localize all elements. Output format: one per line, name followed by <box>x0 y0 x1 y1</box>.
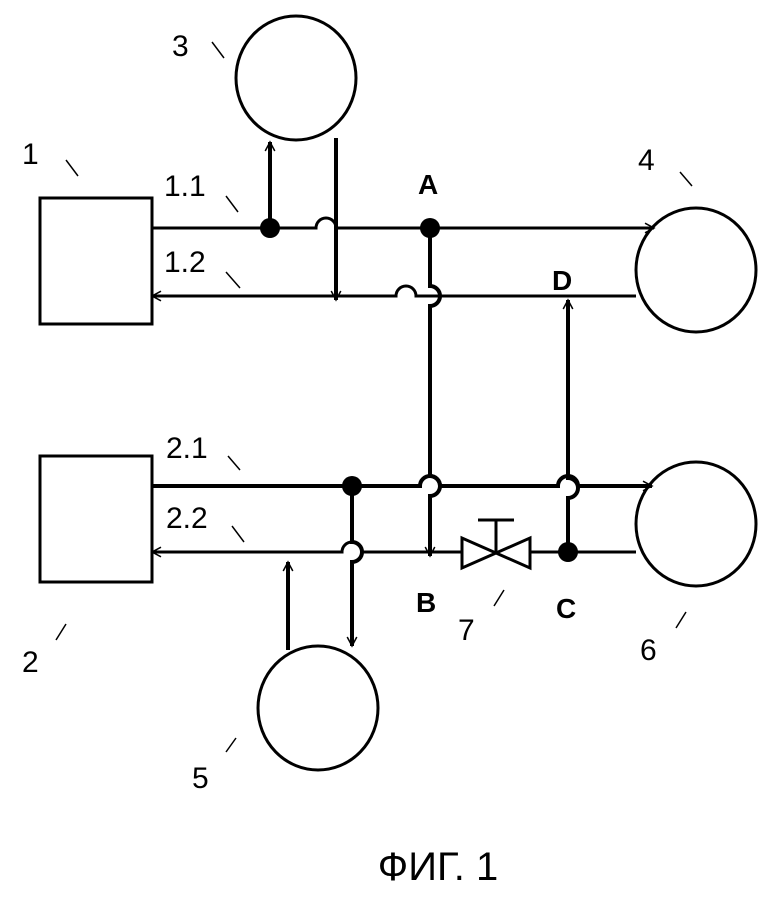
leader-2-2 <box>232 526 244 542</box>
line-2-1 <box>152 476 652 486</box>
label-unit-5: 5 <box>192 762 209 795</box>
label-point-c: C <box>556 593 576 624</box>
label-unit-4: 4 <box>638 144 655 177</box>
junction-dot-a <box>420 218 440 238</box>
leader-7 <box>494 590 504 606</box>
unit-2-box <box>40 456 152 582</box>
leader-2 <box>56 624 66 640</box>
label-point-b: B <box>416 587 436 618</box>
leader-1-2 <box>226 272 240 288</box>
leader-1 <box>66 160 78 176</box>
label-unit-2: 2 <box>22 646 39 679</box>
unit-6-circle <box>636 462 756 586</box>
unit-3-circle <box>236 16 356 140</box>
label-unit-6: 6 <box>640 634 657 667</box>
label-line-1-2: 1.2 <box>164 246 206 279</box>
label-line-2-1: 2.1 <box>166 432 208 465</box>
label-point-d: D <box>552 265 572 296</box>
label-line-2-2: 2.2 <box>166 502 208 535</box>
label-point-a: A <box>418 169 438 200</box>
unit-5-circle <box>258 646 378 770</box>
unit-1-box <box>40 198 152 324</box>
line-2-2-left <box>152 542 462 552</box>
valve-7 <box>462 520 530 568</box>
line-1-1 <box>152 218 654 228</box>
riser-a-b <box>430 228 440 556</box>
junction-dot-1-1 <box>260 218 280 238</box>
leader-2-1 <box>228 456 240 470</box>
riser-c-d <box>568 300 578 552</box>
branch-to-unit-5 <box>352 486 362 646</box>
leader-1-1 <box>226 196 238 212</box>
leader-6 <box>676 612 686 628</box>
label-unit-3: 3 <box>172 30 189 63</box>
label-valve-7: 7 <box>458 614 475 647</box>
label-unit-1: 1 <box>22 138 39 171</box>
leader-3 <box>212 42 224 58</box>
label-line-1-1: 1.1 <box>164 170 206 203</box>
leader-5 <box>226 738 236 752</box>
figure-caption: ФИГ. 1 <box>378 845 498 889</box>
junction-dot-c <box>558 542 578 562</box>
leader-4 <box>680 172 692 186</box>
junction-dot-2-1 <box>342 476 362 496</box>
